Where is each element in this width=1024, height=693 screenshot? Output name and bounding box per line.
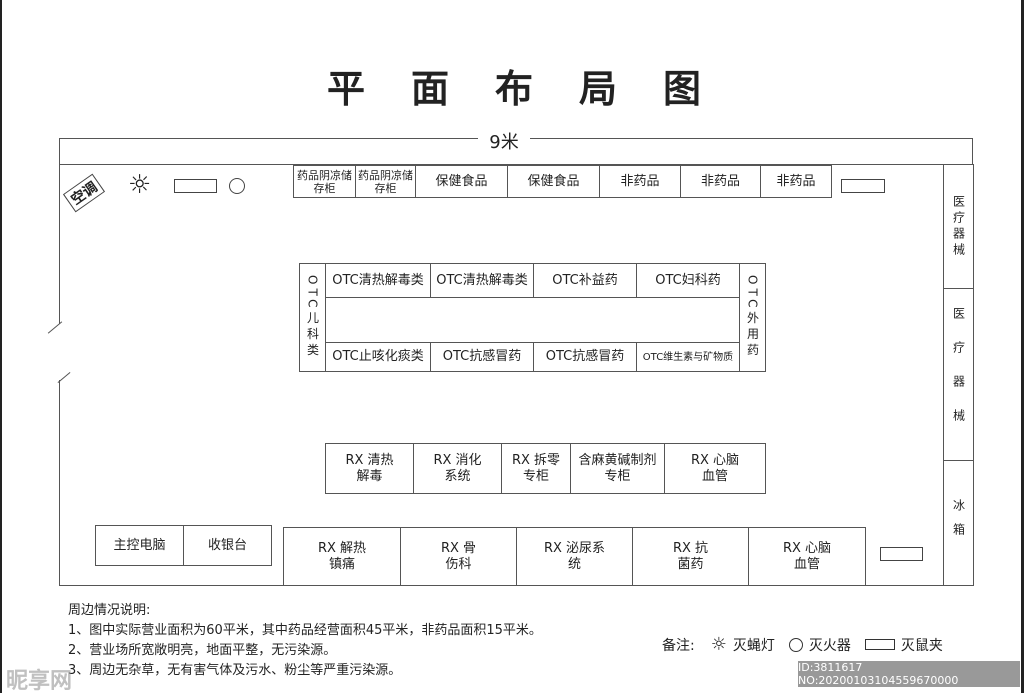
- left-wall: [59, 164, 60, 324]
- shelf-otc-left: OTC儿科类: [299, 263, 326, 372]
- shelf-otc: OTC抗感冒药: [430, 342, 534, 372]
- shelf-rx: RX 心脑血管: [748, 527, 866, 586]
- shelf-rx: RX 骨伤科: [400, 527, 517, 586]
- watermark-logo: 昵享网: [6, 669, 73, 693]
- main-computer: 主控电脑: [95, 525, 184, 566]
- shelf-rx: RX 消化系统: [413, 443, 502, 494]
- circle-icon: [788, 637, 803, 652]
- watermark-id: ID:3811617 NO:20200103104559670000: [798, 661, 1020, 687]
- fridge: 冰箱: [943, 460, 974, 586]
- sun-lamp-icon: ☼: [128, 170, 152, 200]
- sun-lamp-icon: ☼: [710, 634, 727, 655]
- page-title: 平面布局图: [326, 67, 747, 111]
- shelf-otc: OTC维生素与矿物质: [636, 342, 740, 372]
- cabinet: 保健食品: [507, 165, 600, 198]
- shelf-otc: OTC补益药: [533, 263, 637, 298]
- legend-item: 灭蝇灯: [732, 637, 775, 654]
- note-item: 3、周边无杂草，无有害气体及污水、粉尘等严重污染源。: [68, 663, 402, 678]
- medical-device-cabinet: 医疗器械: [943, 288, 974, 461]
- shelf-rx: RX 泌尿系统: [516, 527, 633, 586]
- width-label: 9米: [478, 128, 530, 154]
- shelf-rx: RX 解热镇痛: [283, 527, 401, 586]
- cabinet: 药品阴凉储存柜: [355, 165, 416, 198]
- shelf-rx: RX 拆零专柜: [501, 443, 571, 494]
- left-wall: [59, 380, 60, 585]
- legend-item: 灭火器: [808, 637, 851, 654]
- shelf-rx: 含麻黄碱制剂专柜: [570, 443, 665, 494]
- cabinet: 非药品: [599, 165, 681, 198]
- notes: 周边情况说明: 1、图中实际营业面积为60平米，其中药品经营面积45平米，非药品…: [68, 601, 542, 681]
- door: [57, 371, 71, 384]
- shelf-otc: OTC止咳化痰类: [325, 342, 431, 372]
- note-item: 2、营业场所宽敞明亮，地面平整，无污染源。: [68, 643, 337, 658]
- shelf-otc: OTC妇科药: [636, 263, 740, 298]
- shelf-otc: OTC抗感冒药: [533, 342, 637, 372]
- note-item: 1、图中实际营业面积为60平米，其中药品经营面积45平米，非药品面积15平米。: [68, 623, 542, 638]
- shelf-rx: RX 心脑血管: [664, 443, 766, 494]
- legend-label: 备注:: [662, 637, 695, 654]
- door: [47, 321, 63, 334]
- legend: 备注: ☼ 灭蝇灯 灭火器 灭鼠夹: [662, 634, 943, 655]
- cabinet: 非药品: [680, 165, 761, 198]
- cashier-desk: 收银台: [183, 525, 272, 566]
- shelf-otc: OTC清热解毒类: [430, 263, 534, 298]
- legend-item: 灭鼠夹: [900, 637, 943, 654]
- circle-icon: [229, 178, 245, 194]
- cabinet: 非药品: [760, 165, 832, 198]
- shelf-otc-right: OTC外用药: [739, 263, 766, 372]
- medical-device-cabinet: 医疗器械: [943, 164, 974, 289]
- cabinet: 药品阴凉储存柜: [293, 165, 356, 198]
- rect-icon: [174, 179, 217, 193]
- shelf-rx: RX 抗菌药: [632, 527, 749, 586]
- shelf-rx: RX 清热解毒: [325, 443, 414, 494]
- shelf-otc: OTC清热解毒类: [325, 263, 431, 298]
- rect-icon: [841, 179, 885, 193]
- cabinet: 保健食品: [415, 165, 508, 198]
- notes-heading: 周边情况说明:: [68, 603, 151, 618]
- aircon-label: 空调: [62, 173, 106, 213]
- rect-icon: [880, 547, 923, 561]
- rect-icon: [864, 639, 895, 650]
